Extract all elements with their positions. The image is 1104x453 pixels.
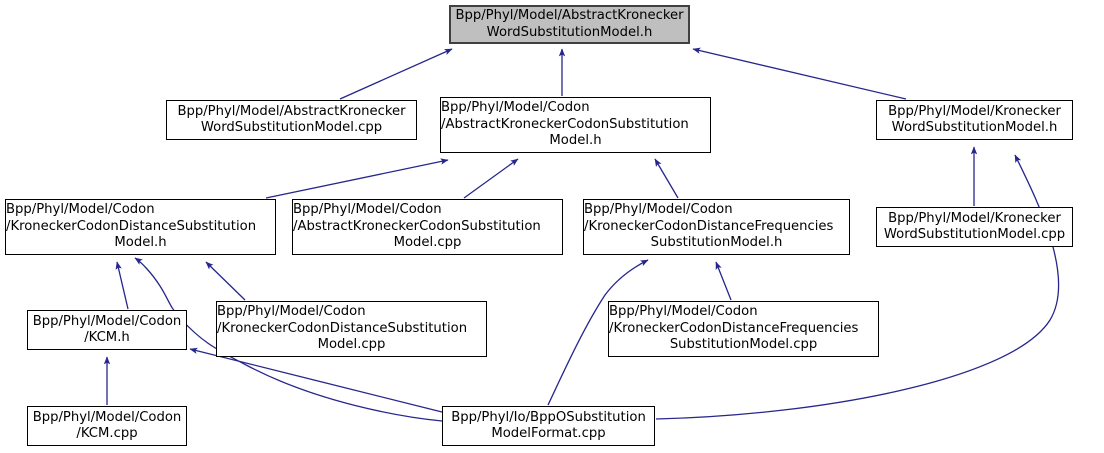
edge-path-bppo-to-kcm-h [189, 347, 443, 413]
node-label-line: /KroneckerCodonDistanceSubstitution [6, 218, 257, 234]
node-codon-kronecker-codon-distance-substitution-model-h[interactable]: Bpp/Phyl/Model/Codon/KroneckerCodonDista… [5, 199, 276, 255]
node-codon-abstract-kronecker-codon-substitution-model-h[interactable]: Bpp/Phyl/Model/Codon/AbstractKroneckerCo… [440, 97, 711, 153]
node-codon-kronecker-codon-distance-frequencies-substitution-model-h[interactable]: Bpp/Phyl/Model/Codon/KroneckerCodonDista… [583, 199, 850, 255]
node-label-line: Model.h [549, 133, 602, 149]
node-label-line: /KroneckerCodonDistanceSubstitution [217, 320, 468, 336]
node-label-line: Model.cpp [317, 337, 386, 353]
node-label-line: /KCM.cpp [76, 426, 138, 441]
node-label-line: WordSubstitutionModel.h [486, 24, 653, 40]
node-label-line: SubstitutionModel.cpp [669, 337, 818, 353]
edge-path-kcd-cpp-to-kcd-h [205, 261, 246, 301]
node-label-line: /KCM.h [84, 330, 130, 345]
node-label-line: /KroneckerCodonDistanceFrequencies [584, 218, 834, 234]
node-label-line: Bpp/Phyl/Model/Codon [32, 313, 182, 329]
node-label-line: ModelFormat.cpp [491, 426, 606, 441]
node-label-line: /AbstractKroneckerCodonSubstitution [293, 218, 541, 234]
node-label-line: Bpp/Phyl/Model/Codon [609, 304, 758, 320]
node-label-line: Bpp/Phyl/Model/Codon [217, 304, 366, 320]
node-label-line: Bpp/Phyl/Model/Codon [584, 202, 733, 218]
node-label-line: Bpp/Phyl/Model/Codon [441, 100, 590, 116]
edge-path-kcdf-cpp-to-kcdf-h [715, 261, 732, 301]
node-label-line: Model.cpp [393, 235, 462, 251]
edge-path-kronecker-word-h-to-root [692, 47, 907, 100]
node-label-line: WordSubstitutionModel.h [891, 120, 1058, 135]
node-codon-kronecker-codon-distance-frequencies-substitution-model-cpp[interactable]: Bpp/Phyl/Model/Codon/KroneckerCodonDista… [608, 301, 879, 357]
node-codon-kcm-cpp[interactable]: Bpp/Phyl/Model/Codon/KCM.cpp [27, 406, 187, 446]
node-label-line: Bpp/Phyl/Model/Codon [32, 409, 182, 425]
edge-path-kcdf-h-to-abstract-codon-h [654, 158, 679, 199]
node-label-line: WordSubstitutionModel.cpp [883, 227, 1066, 242]
node-label-line: Bpp/Phyl/Model/Codon [6, 202, 155, 218]
node-label-line: Bpp/Phyl/Model/AbstractKronecker [455, 8, 684, 23]
node-label-line: Bpp/Phyl/Model/Codon [293, 202, 442, 218]
edge-path-kcd-h-to-abstract-codon-h [265, 158, 449, 199]
edge-path-kcm-h-to-kcd-h [115, 261, 129, 310]
node-label-line: Bpp/Phyl/Model/Kronecker [888, 103, 1061, 119]
node-label-line: /KroneckerCodonDistanceFrequencies [609, 320, 859, 336]
node-label-line: SubstitutionModel.h [650, 235, 783, 251]
node-label-line: Bpp/Phyl/Io/BppOSubstitution [451, 409, 646, 425]
edge-path-abstract-word-cpp-to-root [339, 48, 453, 100]
node-label-line: WordSubstitutionModel.cpp [200, 120, 383, 135]
node-label-line: Bpp/Phyl/Model/AbstractKronecker [177, 103, 406, 119]
edge-path-abstract-codon-cpp-to-abstract-codon-h [463, 158, 519, 199]
node-codon-abstract-kronecker-codon-substitution-model-cpp[interactable]: Bpp/Phyl/Model/Codon/AbstractKroneckerCo… [292, 199, 563, 255]
node-codon-kcm-h[interactable]: Bpp/Phyl/Model/Codon/KCM.h [27, 310, 187, 350]
node-label-line: /AbstractKroneckerCodonSubstitution [441, 116, 689, 132]
node-label-line: Bpp/Phyl/Model/Kronecker [888, 210, 1061, 226]
node-label-line: Model.h [114, 235, 167, 251]
node-codon-kronecker-codon-distance-substitution-model-cpp[interactable]: Bpp/Phyl/Model/Codon/KroneckerCodonDista… [216, 301, 487, 357]
edge-path-bppo-to-kronecker-word-h [655, 154, 1060, 420]
